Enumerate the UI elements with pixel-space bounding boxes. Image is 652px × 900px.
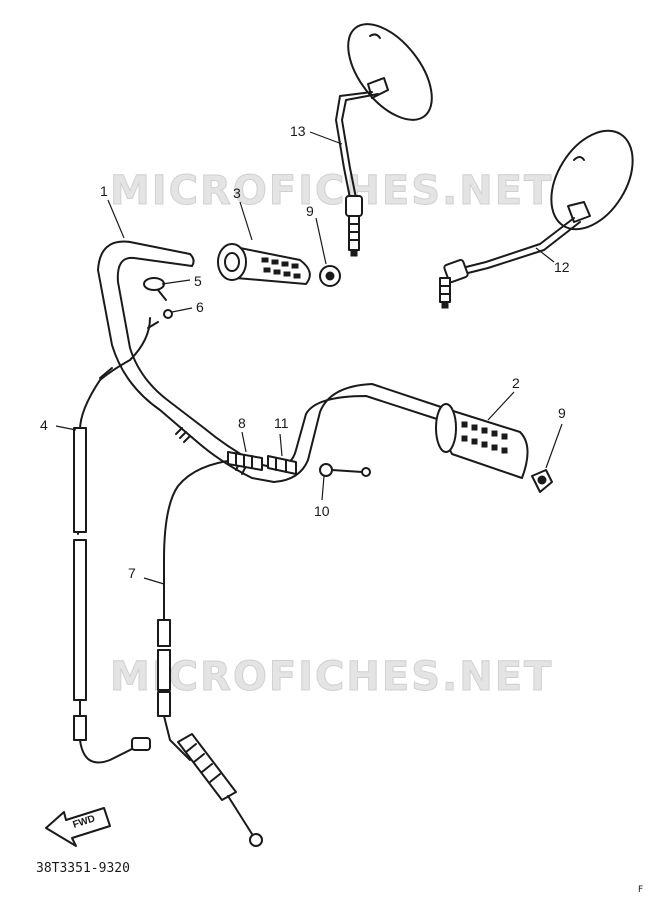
right-cable: [157, 459, 263, 847]
forward-arrow-icon: FWD: [45, 807, 111, 847]
leader-lines: [55, 131, 563, 585]
watermark-bottom: MICROFICHES.NET: [110, 654, 553, 700]
callout-6: 6: [196, 299, 204, 315]
drawing-code: 38T3351-9320: [36, 861, 130, 876]
clamp: [143, 277, 167, 301]
screw: [163, 309, 173, 319]
callout-7: 7: [128, 565, 136, 581]
callout-10: 10: [314, 503, 330, 519]
right-grip: [435, 403, 529, 479]
grip-end-right: [531, 469, 553, 493]
cable-adjuster: [227, 451, 297, 475]
callout-5: 5: [194, 273, 202, 289]
callout-1: 1: [100, 183, 108, 199]
callout-9-left: 9: [306, 203, 314, 219]
throttle-cable-end: [319, 463, 371, 477]
left-mirror: [335, 23, 433, 257]
callout-12: 12: [554, 259, 570, 275]
left-cable: [73, 317, 159, 764]
callout-2: 2: [512, 375, 520, 391]
callout-3: 3: [233, 185, 241, 201]
callout-8: 8: [238, 415, 246, 431]
callout-4: 4: [40, 417, 48, 433]
callout-9-right: 9: [558, 405, 566, 421]
watermark-top: MICROFICHES.NET: [110, 168, 553, 214]
callout-11: 11: [274, 415, 289, 431]
corner-mark: F: [638, 885, 643, 895]
grip-end-left: [319, 265, 341, 287]
right-mirror: [439, 129, 634, 309]
callout-13: 13: [290, 123, 306, 139]
left-grip: [217, 243, 311, 285]
